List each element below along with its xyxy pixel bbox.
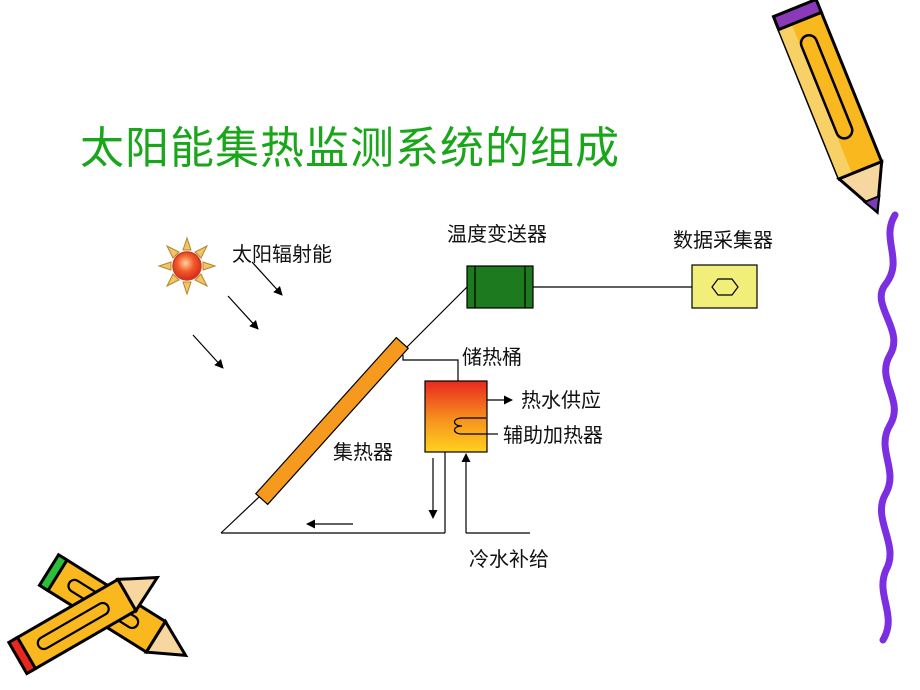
collector-to-transmitter-line [401,286,468,353]
storage-tank [424,380,498,453]
connection-lines [220,286,692,534]
storage-tank-label: 储热桶 [462,345,522,369]
cold-water-label: 冷水补给 [469,547,549,571]
collector-bottom-line [220,496,260,534]
pencil-decoration-bottom-icon [6,552,189,676]
purple-wave-border [877,211,899,644]
heater-coil-icon [453,417,486,435]
collector-to-tank-pipe [402,355,459,381]
flow-arrows [306,395,530,534]
temperature-transmitter [466,265,534,309]
slide-title: 太阳能集热监测系统的组成 [80,123,620,174]
sun-icon [157,236,217,296]
solar-radiation-label: 太阳辐射能 [232,242,332,266]
data-collector-label: 数据采集器 [673,228,773,252]
transmitter-label: 温度变送器 [447,222,547,246]
solar-collector [254,336,410,506]
radiation-arrows [192,261,283,369]
data-collector [691,264,758,309]
pencil-decoration-top-icon [771,0,884,216]
aux-heater-label: 辅助加热器 [503,423,603,447]
collector-label: 集热器 [333,440,393,464]
hot-water-label: 热水供应 [521,388,601,412]
